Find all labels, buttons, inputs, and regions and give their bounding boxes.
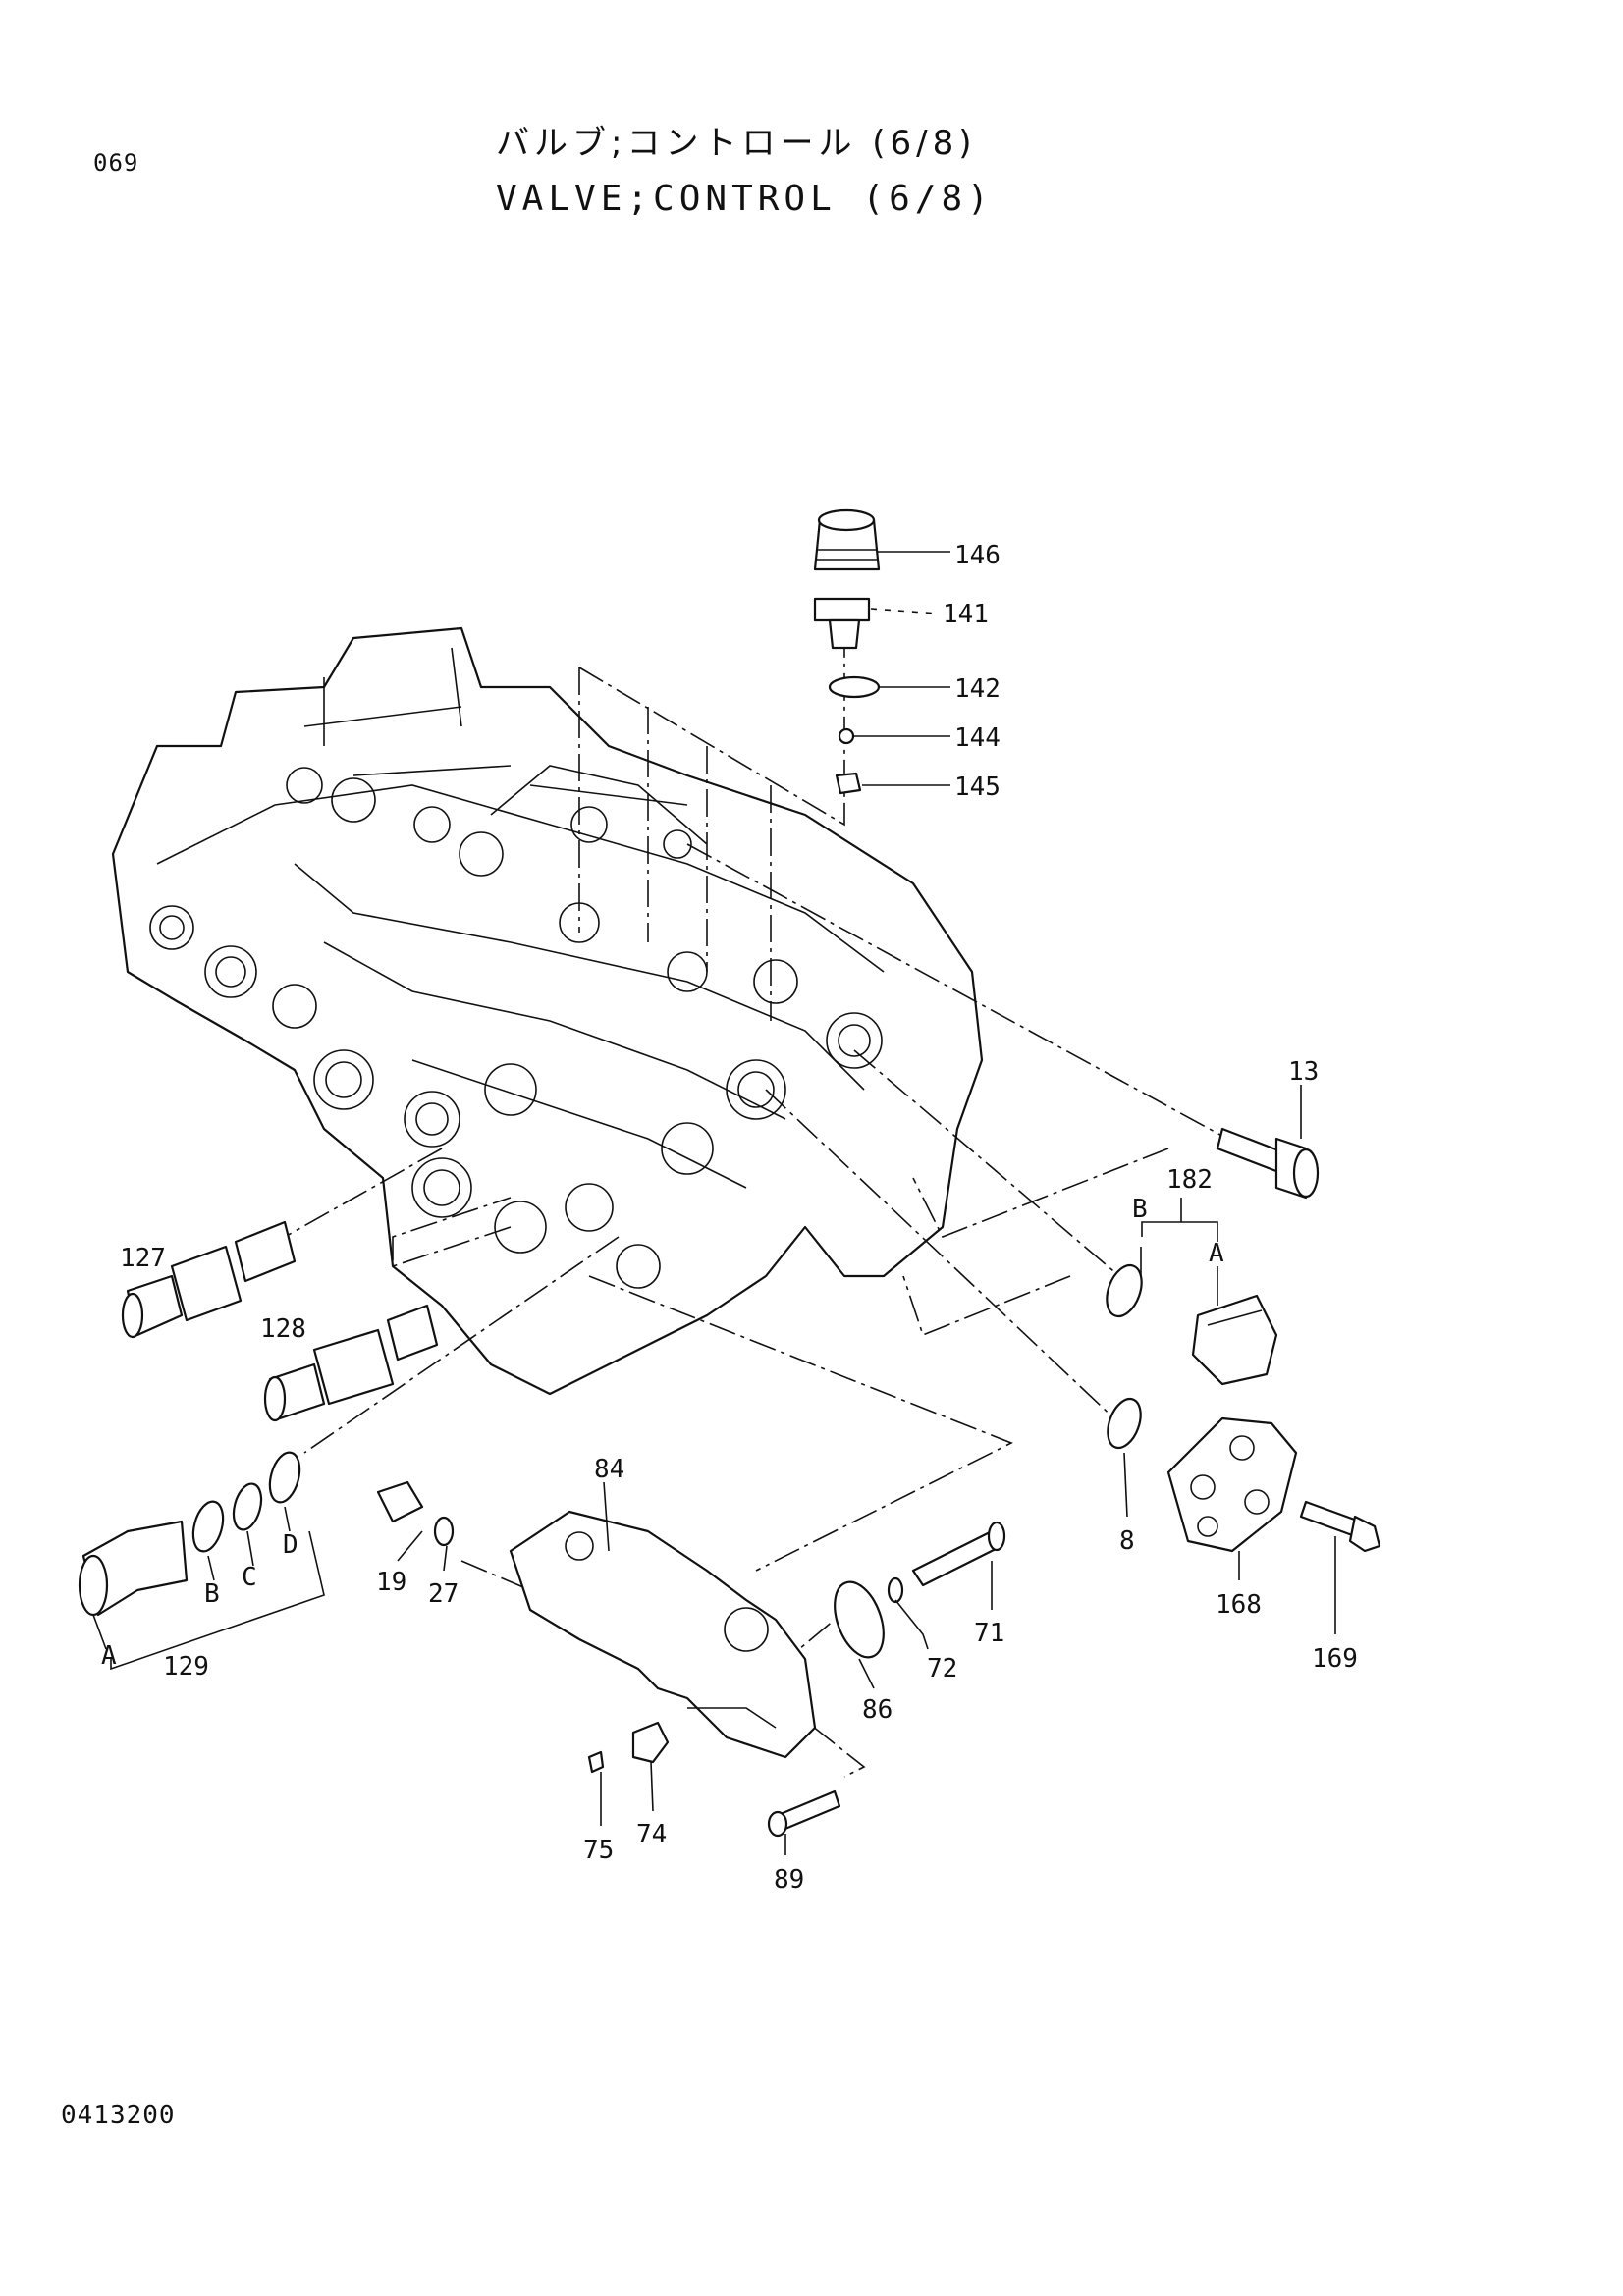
label-129-d: D	[283, 1530, 298, 1560]
label-169: 169	[1312, 1644, 1358, 1674]
label-182-b: B	[1132, 1195, 1148, 1224]
spool-128	[263, 1304, 439, 1422]
title-japanese: バルブ;コントロール (6/8)	[496, 124, 977, 163]
ring-129-d	[268, 1451, 301, 1504]
o-ring-86	[834, 1580, 885, 1659]
nut-74	[631, 1721, 670, 1764]
housing-84	[509, 1510, 817, 1759]
label-141: 141	[943, 600, 989, 629]
label-75: 75	[583, 1836, 614, 1865]
label-129-c: C	[242, 1563, 257, 1592]
label-84: 84	[594, 1455, 624, 1484]
label-146: 146	[954, 541, 1001, 570]
label-71: 71	[974, 1619, 1004, 1648]
label-127: 127	[120, 1244, 166, 1273]
snap-ring-75	[587, 1750, 605, 1774]
label-142: 142	[954, 674, 1001, 704]
label-89: 89	[774, 1865, 804, 1895]
o-ring-27	[433, 1516, 455, 1547]
callout-leaders	[92, 551, 1336, 1855]
o-ring-72	[887, 1576, 904, 1604]
valve-body	[111, 626, 984, 1396]
leader-lines	[284, 599, 1228, 1778]
bolt-13	[1216, 1127, 1320, 1200]
label-128: 128	[260, 1314, 306, 1344]
label-129-b: B	[204, 1579, 220, 1609]
label-74: 74	[636, 1820, 667, 1849]
cover-168	[1166, 1416, 1298, 1553]
label-19: 19	[376, 1568, 406, 1597]
o-ring-142	[828, 675, 881, 699]
label-8: 8	[1119, 1526, 1135, 1556]
page-number: 069	[93, 149, 139, 177]
document-code: 0413200	[61, 2101, 176, 2130]
label-72: 72	[927, 1654, 957, 1683]
pin-71	[911, 1521, 1006, 1587]
plug-19	[376, 1480, 424, 1523]
part-labels: 146 141 142 144 145 13 182 B A 127 128 8…	[101, 541, 1358, 1895]
label-145: 145	[954, 773, 1001, 802]
ring-129-b	[191, 1500, 225, 1553]
label-168: 168	[1216, 1590, 1262, 1620]
label-86: 86	[862, 1695, 893, 1725]
o-ring-8	[1107, 1397, 1142, 1450]
cap-146	[813, 508, 881, 571]
label-182-a: A	[1209, 1239, 1224, 1268]
seat-145	[835, 772, 862, 795]
title-english: VALVE;CONTROL (6/8)	[496, 179, 994, 219]
label-144: 144	[954, 723, 1001, 753]
bolt-169	[1299, 1500, 1381, 1553]
plug-141	[813, 597, 871, 650]
label-13: 13	[1288, 1057, 1319, 1087]
label-129-a: A	[101, 1641, 117, 1671]
o-ring-182-b	[1106, 1263, 1143, 1318]
plug-182-a	[1191, 1294, 1278, 1386]
cap-129-a	[78, 1520, 189, 1617]
spool-127	[121, 1220, 297, 1339]
ring-129-c	[232, 1482, 263, 1531]
label-182: 182	[1166, 1165, 1213, 1195]
bolt-89	[767, 1789, 841, 1838]
label-27: 27	[428, 1579, 459, 1609]
ball-144	[838, 727, 855, 745]
label-129: 129	[163, 1652, 209, 1682]
